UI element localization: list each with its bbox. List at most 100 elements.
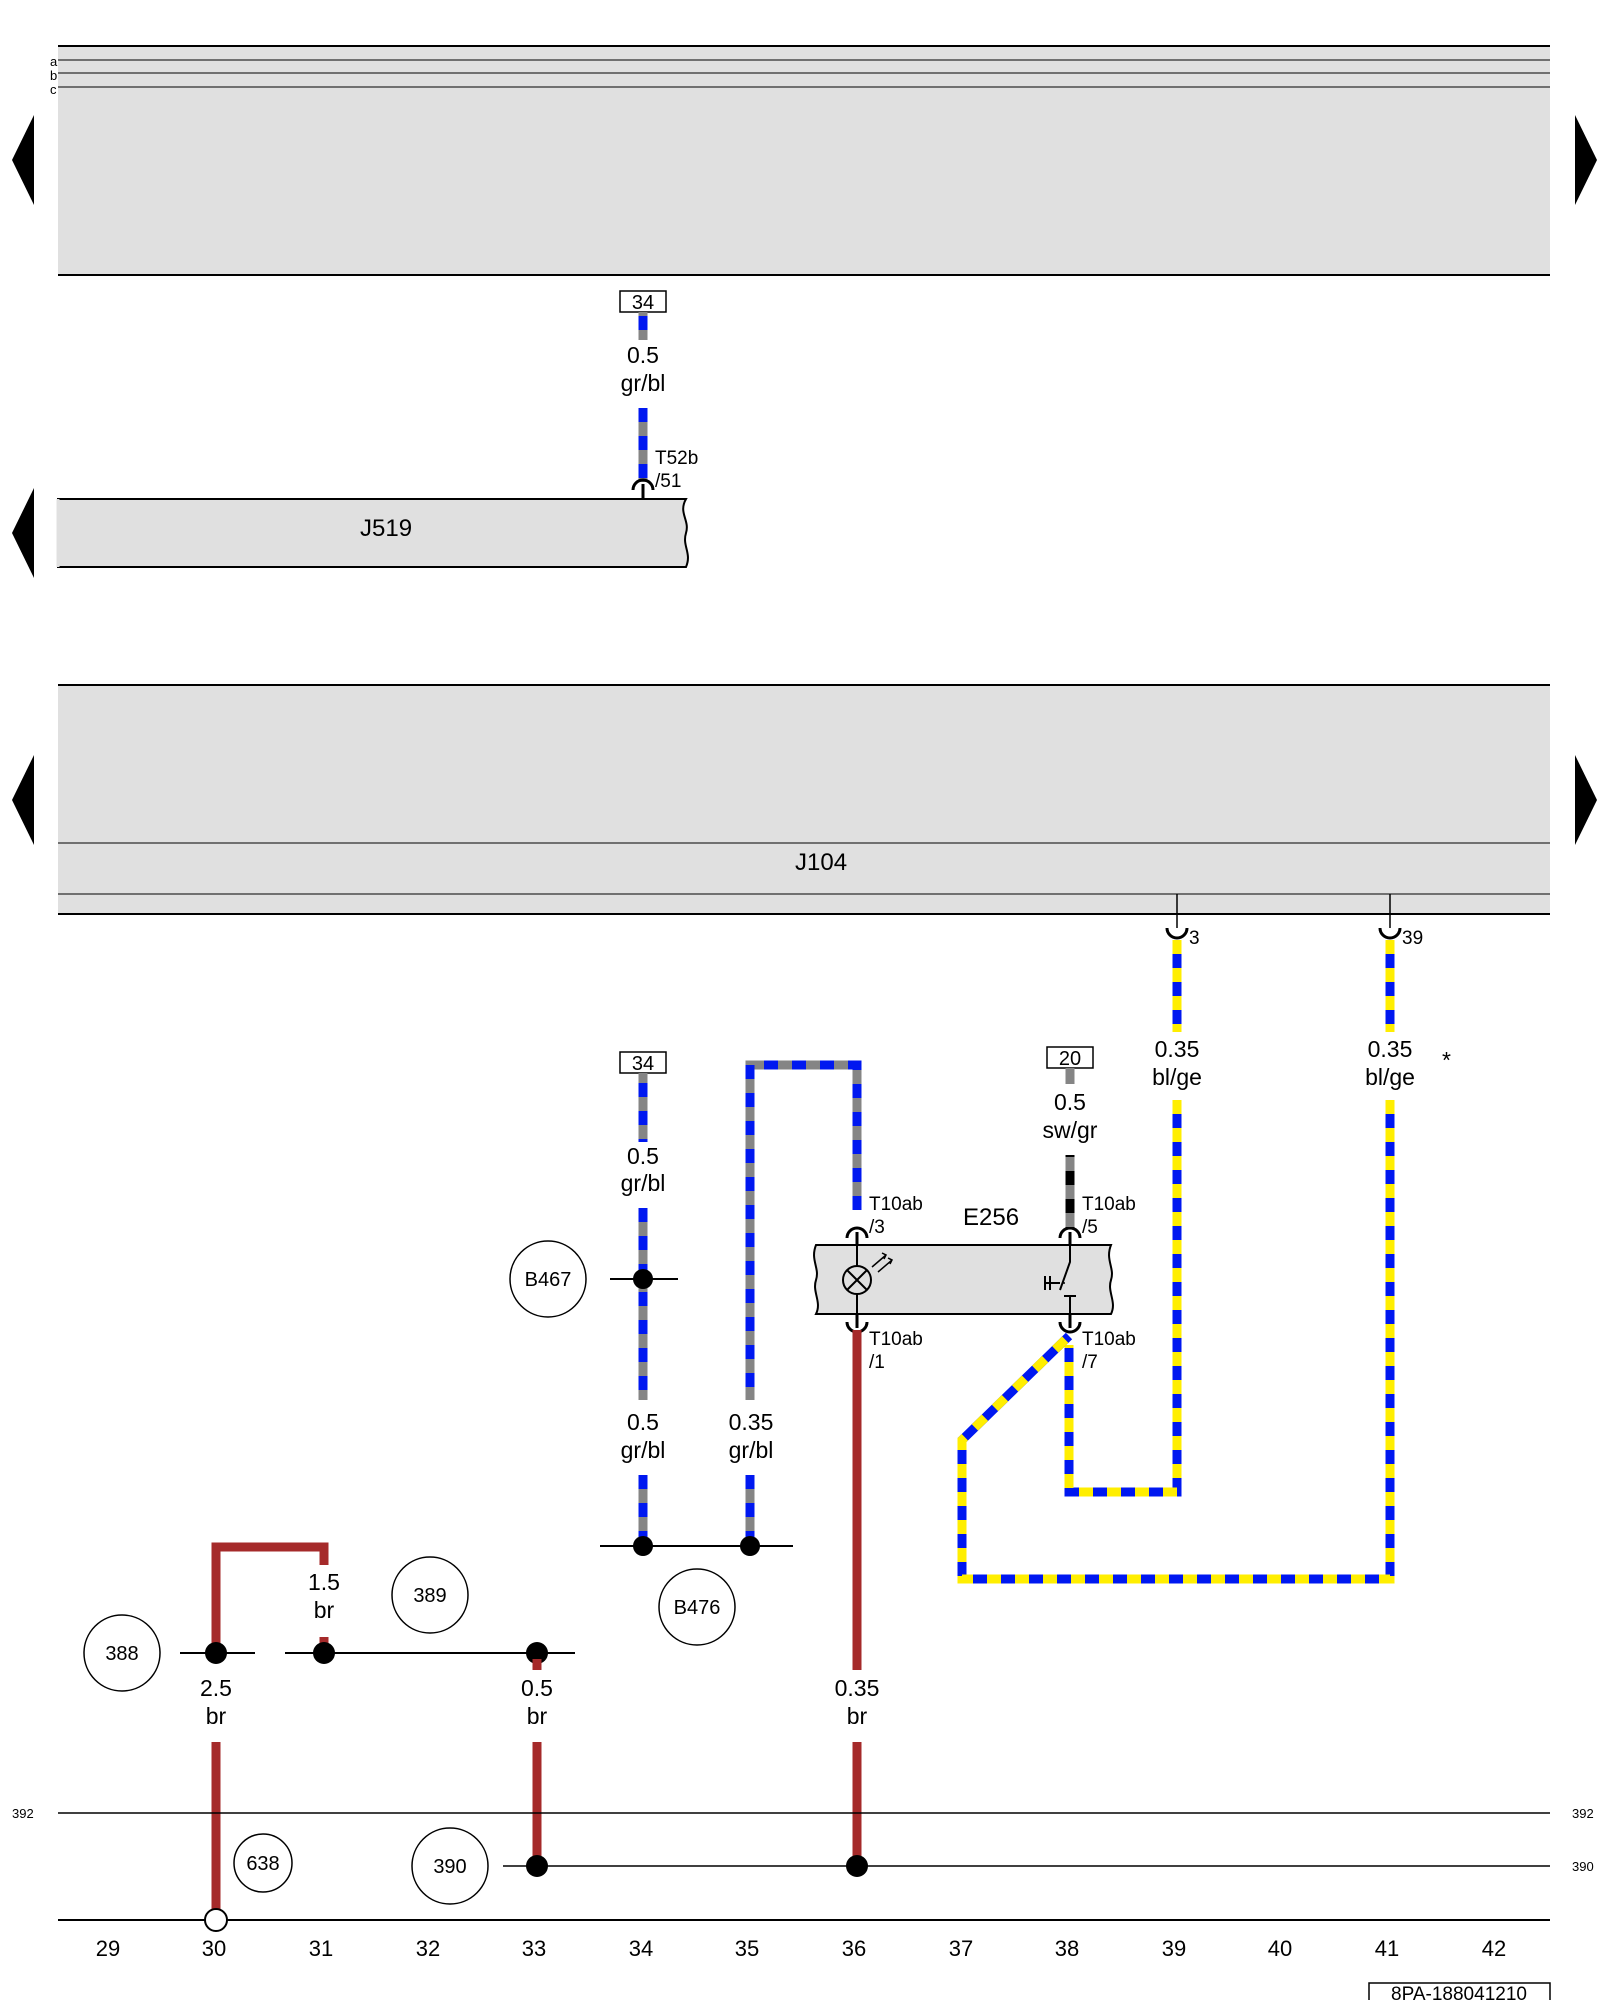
continue-left-arrow-2[interactable]: [12, 488, 34, 578]
column-number: 37: [949, 1936, 973, 1961]
column-number: 33: [522, 1936, 546, 1961]
connector-t10ab-5-name: T10ab: [1082, 1194, 1136, 1215]
connector-t10ab-7-pinno: /7: [1082, 1352, 1098, 1373]
wire-pin3-size: 0.35: [1155, 1036, 1200, 1062]
ref-388-label: 388: [105, 1643, 138, 1665]
ref-top-34-label: 34: [632, 292, 654, 314]
wire-swgr-color: sw/gr: [1043, 1117, 1098, 1143]
splice-389-dot-left: [313, 1642, 335, 1664]
connector-t52b-name: T52b: [655, 448, 698, 469]
column-number: 29: [96, 1936, 120, 1961]
lamp-icon-cross-2: [846, 1269, 868, 1291]
wire-b467-color: gr/bl: [621, 1437, 666, 1463]
wire-br-036-color: br: [847, 1703, 868, 1729]
connector-t10ab-1-name: T10ab: [869, 1329, 923, 1350]
wire-top-size: 0.5: [627, 342, 659, 368]
top-component-box: [58, 46, 1550, 275]
b476-dot-right: [740, 1536, 760, 1556]
wire-pin39-color: bl/ge: [1365, 1064, 1415, 1090]
wire-swgr-size: 0.5: [1054, 1089, 1086, 1115]
row-label-c: c: [50, 82, 57, 97]
light-rays-icon: [871, 1252, 894, 1273]
wire-br-30-size: 2.5: [200, 1675, 232, 1701]
splice-388-dot: [205, 1642, 227, 1664]
connector-t10ab-7-name: T10ab: [1082, 1329, 1136, 1350]
j104-pin3-label: 3: [1189, 928, 1200, 949]
column-number: 41: [1375, 1936, 1399, 1961]
column-numbers: 29 30 31 32 33 34 35 36 37 38 39 40 41 4…: [96, 1936, 1506, 1961]
ref-20-label: 20: [1059, 1048, 1081, 1070]
j519-label: J519: [360, 515, 412, 542]
b467-label: B467: [525, 1269, 572, 1291]
wire-pin39-size: 0.35: [1368, 1036, 1413, 1062]
doc-code-box: [1368, 1982, 1551, 2000]
wire-pin3-color: bl/ge: [1152, 1064, 1202, 1090]
wire-br-loop-color: br: [314, 1597, 335, 1623]
continue-right-arrow-1[interactable]: [1575, 115, 1597, 205]
wire-br-036-size: 0.35: [835, 1675, 880, 1701]
row-label-a: a: [50, 54, 58, 69]
connector-t10ab-3-name: T10ab: [869, 1194, 923, 1215]
bus-390-right-label: 390: [1572, 1859, 1594, 1874]
splice-389-dot-right: [526, 1642, 548, 1664]
b467-circle: [509, 1240, 587, 1318]
wire-loop-grbl-blue: [745, 1060, 862, 1400]
doc-code: 8PA-188041210: [1391, 1984, 1527, 2000]
column-number: 30: [202, 1936, 226, 1961]
wire-br-33-size: 0.5: [521, 1675, 553, 1701]
column-number: 38: [1055, 1936, 1079, 1961]
bus-392-left-label: 392: [12, 1806, 34, 1821]
ground-point-open: [204, 1908, 228, 1932]
column-number: 40: [1268, 1936, 1292, 1961]
connector-t10ab-3-pinno: /3: [869, 1217, 885, 1238]
wire-pin39-asterisk: *: [1442, 1047, 1451, 1073]
connector-t10ab-7-symbol: [1058, 1321, 1082, 1334]
ref-390-label: 390: [433, 1856, 466, 1878]
continue-left-arrow-1[interactable]: [12, 115, 34, 205]
ref-638-label: 638: [246, 1853, 279, 1875]
wire-b467-size: 0.5: [627, 1409, 659, 1435]
wire-br-loop: [211, 1542, 329, 1653]
column-number: 34: [629, 1936, 653, 1961]
ref-389-label: 389: [413, 1585, 446, 1607]
connector-t10ab-3-symbol: [845, 1226, 869, 1239]
wire-br-33-color: br: [527, 1703, 548, 1729]
bus-390-dot-33: [526, 1855, 548, 1877]
wire-br-loop-size: 1.5: [308, 1569, 340, 1595]
bus-390-dot-36: [846, 1855, 868, 1877]
wire-top-color: gr/bl: [621, 370, 666, 396]
wire-mid-color: gr/bl: [621, 1170, 666, 1196]
wire-loop-size: 0.35: [729, 1409, 774, 1435]
j104-pin39-symbol: [1378, 927, 1402, 940]
ref-mid-34-label: 34: [632, 1053, 654, 1075]
wire-pin39-blge-lower-yellow: [957, 1100, 1395, 1584]
j104-label: J104: [795, 849, 847, 876]
connector-t10ab-1-pinno: /1: [869, 1352, 885, 1373]
continue-right-arrow-3[interactable]: [1575, 755, 1597, 845]
ref-388-circle: [83, 1614, 161, 1692]
connector-t52b-pin: /51: [655, 471, 681, 492]
b476-dot-left: [633, 1536, 653, 1556]
column-number: 42: [1482, 1936, 1506, 1961]
j104-box: [58, 685, 1550, 914]
wire-loop-color: gr/bl: [729, 1437, 774, 1463]
b476-label: B476: [674, 1597, 721, 1619]
wire-br-30-color: br: [206, 1703, 227, 1729]
ref-390-circle: [411, 1827, 489, 1905]
wire-loop-grbl-grey: [745, 1060, 862, 1400]
wire-mid-size: 0.5: [627, 1143, 659, 1169]
continue-left-arrow-3[interactable]: [12, 755, 34, 845]
ref-638-circle: [233, 1833, 293, 1893]
wire-pin3-blge-lower-yellow: [1064, 1100, 1182, 1497]
e256-label: E256: [963, 1204, 1019, 1231]
column-number: 32: [416, 1936, 440, 1961]
j104-pin3-symbol: [1165, 927, 1189, 940]
bus-392-right-label: 392: [1572, 1806, 1594, 1821]
switch-icon: [1044, 1245, 1076, 1314]
b467-splice-dot: [633, 1269, 653, 1289]
j519-box: [57, 498, 689, 568]
connector-t52b-symbol: [631, 478, 655, 491]
b476-circle: [658, 1568, 736, 1646]
column-number: 31: [309, 1936, 333, 1961]
